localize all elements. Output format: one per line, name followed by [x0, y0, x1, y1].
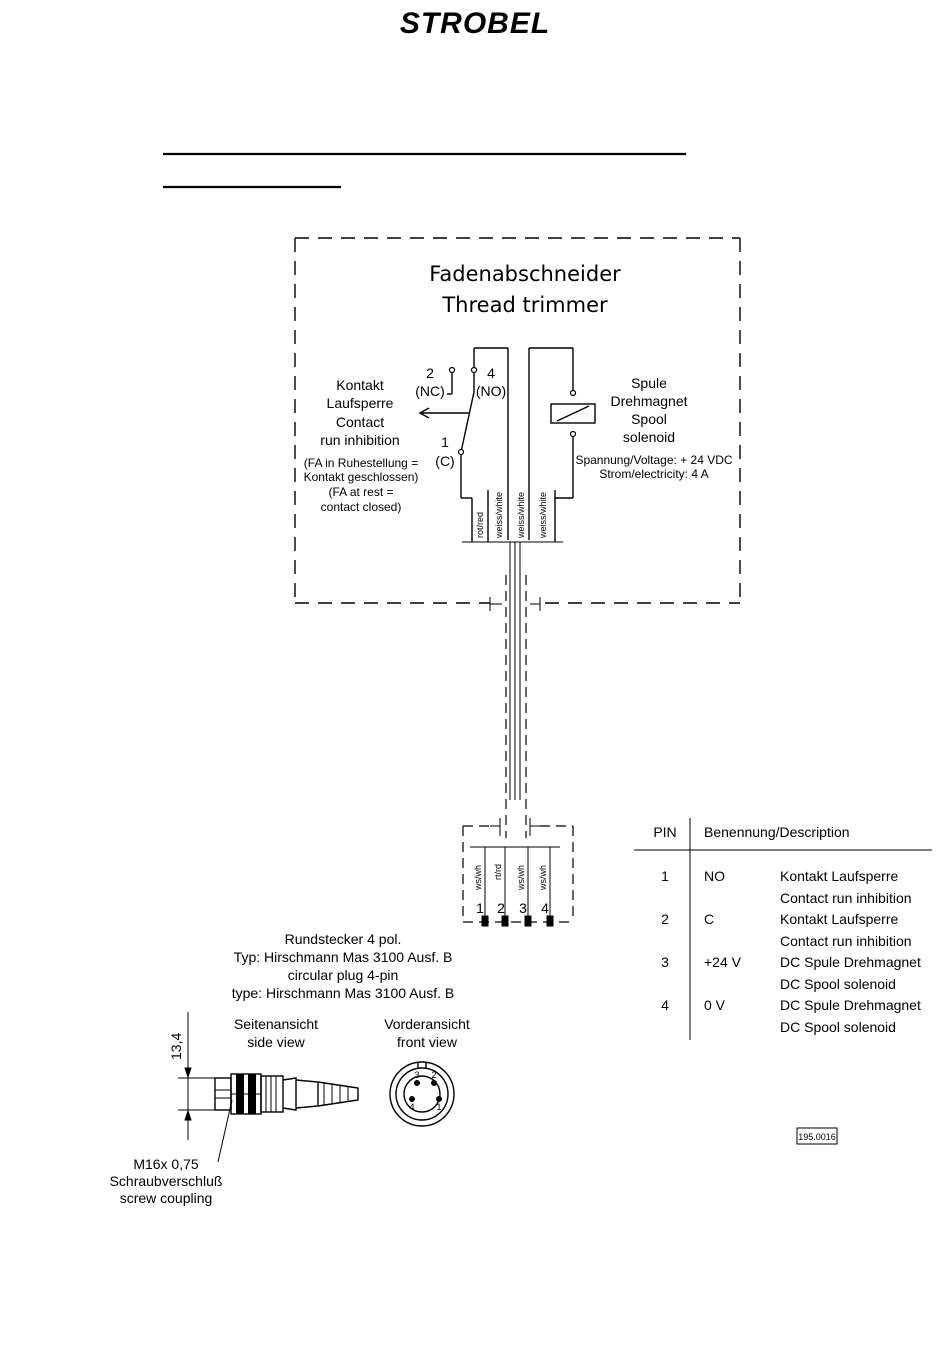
- svg-text:circular plug 4-pin: circular plug 4-pin: [288, 967, 399, 983]
- svg-text:ws/wh: ws/wh: [516, 865, 526, 891]
- plug-description: Rundstecker 4 pol. Typ: Hirschmann Mas 3…: [232, 931, 455, 1001]
- coupling-label: M16x 0,75 Schraubverschluß screw couplin…: [110, 1156, 223, 1206]
- connector-pin-numbers: 1 2 3 4: [476, 900, 549, 916]
- pin1-label: 1: [441, 434, 449, 450]
- svg-text:1: 1: [476, 900, 484, 916]
- table-row-3-signal: +24 V: [704, 954, 742, 970]
- svg-text:screw coupling: screw coupling: [120, 1190, 213, 1206]
- table-row-4-desc: DC Spule Drehmagnet: [780, 997, 921, 1013]
- front-pin-2: 2: [431, 1070, 436, 1080]
- front-pin-3: 3: [414, 1070, 419, 1080]
- svg-text:Spool: Spool: [631, 411, 667, 427]
- switch-contact-symbol: [418, 347, 509, 540]
- table-row-4-desc-en: DC Spool solenoid: [780, 1019, 896, 1035]
- svg-text:(FA in Ruhestellung =: (FA in Ruhestellung =: [304, 456, 418, 470]
- front-view-label-en: front view: [397, 1034, 458, 1050]
- table-row-4-signal: 0 V: [704, 997, 726, 1013]
- trimmer-enclosure: [294, 237, 741, 604]
- table-row-3-pin: 3: [661, 954, 669, 970]
- table-row-4-pin: 4: [661, 997, 669, 1013]
- wire-bundle-top: [462, 490, 563, 800]
- svg-text:ws/wh: ws/wh: [538, 865, 548, 891]
- svg-text:ws/wh: ws/wh: [473, 865, 483, 891]
- pin1-sub-label: (C): [435, 453, 454, 469]
- pin-table-header-pin: PIN: [653, 824, 676, 840]
- cable-sleeve: [489, 575, 541, 838]
- svg-text:Laufsperre: Laufsperre: [327, 395, 394, 411]
- pin4-sub-label: (NO): [476, 383, 506, 399]
- svg-text:Strom/electricity: 4 A: Strom/electricity: 4 A: [599, 467, 708, 481]
- svg-text:M16x 0,75: M16x 0,75: [133, 1156, 199, 1172]
- svg-text:2: 2: [497, 900, 505, 916]
- pin2-sub-label: (NC): [415, 383, 445, 399]
- svg-text:solenoid: solenoid: [623, 429, 675, 445]
- svg-text:type: Hirschmann Mas 3100 Ausf: type: Hirschmann Mas 3100 Ausf. B: [232, 985, 455, 1001]
- wire-colors-bottom: ws/wh rt/rd ws/wh ws/wh: [473, 864, 548, 891]
- side-view-label: Seitenansicht: [234, 1016, 318, 1032]
- svg-text:weiss/white: weiss/white: [538, 492, 548, 539]
- front-pin-1: 1: [436, 1102, 441, 1112]
- svg-text:Rundstecker 4 pol.: Rundstecker 4 pol.: [285, 931, 402, 947]
- strobel-logo: STROBEL: [400, 7, 550, 40]
- table-row-1-pin: 1: [661, 868, 669, 884]
- svg-text:weiss/white: weiss/white: [494, 492, 504, 539]
- table-row-1-desc: Kontakt Laufsperre: [780, 868, 899, 884]
- svg-text:weiss/white: weiss/white: [516, 492, 526, 539]
- front-view-label: Vorderansicht: [384, 1016, 470, 1032]
- svg-text:Contact: Contact: [336, 414, 384, 430]
- title-line-2: Thread trimmer: [441, 293, 608, 317]
- table-row-3-desc: DC Spule Drehmagnet: [780, 954, 921, 970]
- solenoid-specs: Spannung/Voltage: + 24 VDC Strom/electri…: [575, 453, 732, 481]
- svg-text:(FA at rest =: (FA at rest =: [328, 485, 393, 499]
- title-line-1: Fadenabschneider: [429, 262, 621, 286]
- svg-text:rt/rd: rt/rd: [493, 864, 503, 880]
- connector-pin-markers: [481, 915, 554, 927]
- coupling-leader: [217, 1099, 233, 1163]
- svg-text:Kontakt geschlossen): Kontakt geschlossen): [304, 470, 419, 484]
- table-row-1-desc-en: Contact run inhibition: [780, 890, 912, 906]
- svg-text:4: 4: [541, 900, 549, 916]
- connector-enclosure: [462, 818, 574, 923]
- contact-label: Kontakt Laufsperre Contact run inhibitio…: [320, 377, 399, 448]
- svg-text:Schraubverschluß: Schraubverschluß: [110, 1173, 223, 1189]
- contact-note: (FA in Ruhestellung = Kontakt geschlosse…: [304, 456, 419, 514]
- svg-text:3: 3: [519, 900, 527, 916]
- svg-text:195.0016: 195.0016: [798, 1132, 836, 1142]
- plug-side-view: [214, 1073, 359, 1115]
- table-row-2-desc-en: Contact run inhibition: [780, 933, 912, 949]
- table-row-2-signal: C: [704, 911, 714, 927]
- svg-text:Kontakt: Kontakt: [336, 377, 384, 393]
- pin2-label: 2: [426, 365, 434, 381]
- table-row-2-pin: 2: [661, 911, 669, 927]
- wire-colors-top: rot/red weiss/white weiss/white weiss/wh…: [475, 492, 548, 539]
- svg-text:Spule: Spule: [631, 375, 667, 391]
- svg-text:contact closed): contact closed): [321, 500, 402, 514]
- pin4-label: 4: [487, 365, 495, 381]
- pin-table: PIN Benennung/Description 1 NO Kontakt L…: [634, 818, 932, 1040]
- dimension-13-4: 13,4: [168, 1012, 230, 1140]
- plug-front-view: 3 2 4 1: [389, 1061, 455, 1127]
- side-view-label-en: side view: [247, 1034, 305, 1050]
- table-row-3-desc-en: DC Spool solenoid: [780, 976, 896, 992]
- table-row-2-desc: Kontakt Laufsperre: [780, 911, 899, 927]
- svg-text:Spannung/Voltage: + 24 VDC: Spannung/Voltage: + 24 VDC: [575, 453, 732, 467]
- svg-text:Typ: Hirschmann Mas 3100 Ausf.: Typ: Hirschmann Mas 3100 Ausf. B: [234, 949, 453, 965]
- svg-text:rot/red: rot/red: [475, 512, 485, 538]
- svg-text:run inhibition: run inhibition: [320, 432, 399, 448]
- solenoid-symbol: [528, 347, 596, 540]
- table-row-1-signal: NO: [704, 868, 725, 884]
- front-pin-4: 4: [409, 1102, 414, 1112]
- svg-text:13,4: 13,4: [168, 1033, 184, 1060]
- svg-text:Drehmagnet: Drehmagnet: [610, 393, 687, 409]
- pin-table-header-description: Benennung/Description: [704, 824, 850, 840]
- solenoid-label: Spule Drehmagnet Spool solenoid: [610, 375, 687, 445]
- drawing-number: 195.0016: [796, 1127, 838, 1145]
